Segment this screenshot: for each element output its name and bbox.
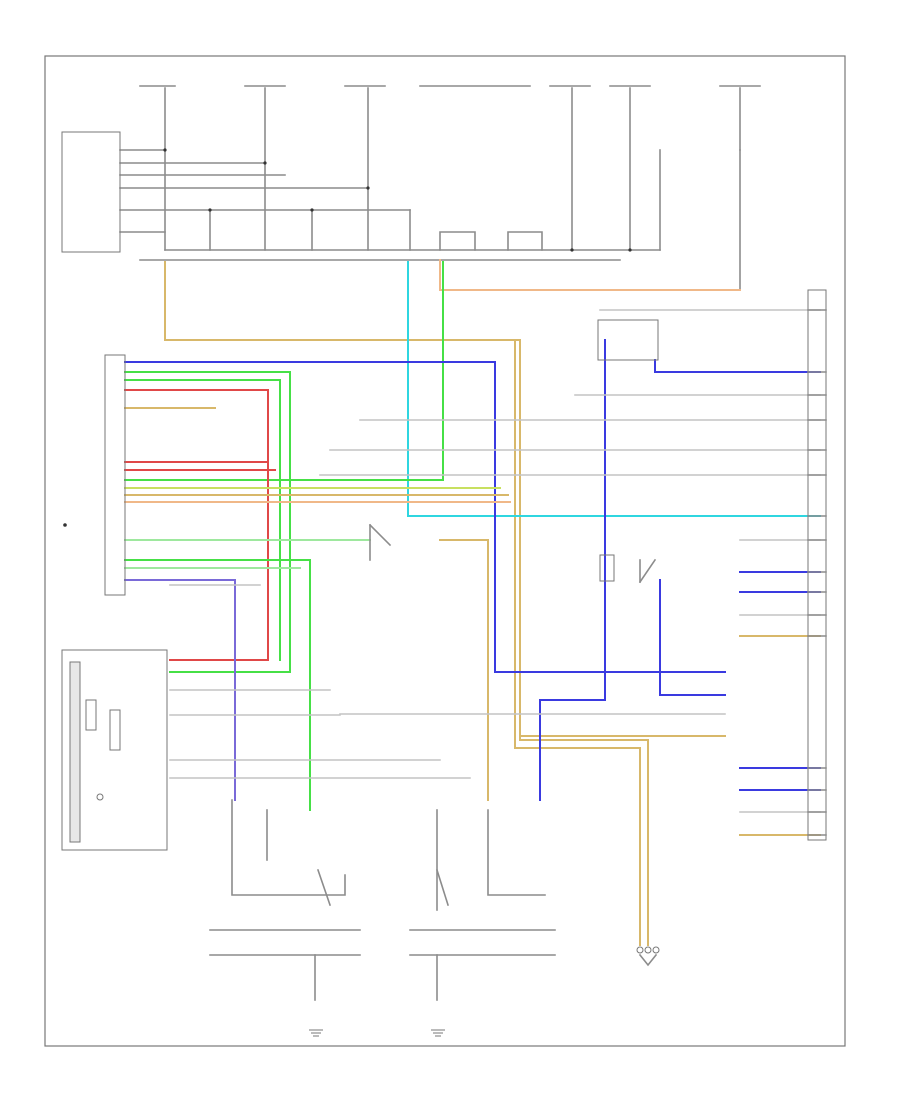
ecu-connector-top [61, 131, 121, 253]
ecu-connector-mid [104, 354, 126, 596]
right-mid-switch-2 [638, 558, 657, 584]
ecu-ground-marker [63, 523, 67, 527]
center-switch [368, 523, 392, 561]
right-connector [807, 289, 827, 841]
meter-element-1 [85, 699, 97, 731]
meter-gauge-strip [69, 661, 81, 843]
power-bus [119, 87, 741, 291]
right-mid-switch-1 [599, 554, 615, 582]
right-connector-ticks [807, 309, 827, 836]
junction-dots [163, 148, 632, 252]
ground-right [431, 1029, 445, 1037]
right-feeder-wires [169, 309, 821, 813]
ground-left [309, 1029, 323, 1037]
diagram-frame [44, 55, 846, 1047]
bottom-right-connector [636, 946, 660, 967]
lower-switch-circuit [209, 799, 556, 1001]
combination-meter [61, 649, 168, 851]
signal-wires [124, 259, 821, 946]
meter-lamp [96, 793, 104, 801]
switch-box-top [597, 319, 659, 361]
meter-element-2 [109, 709, 121, 751]
